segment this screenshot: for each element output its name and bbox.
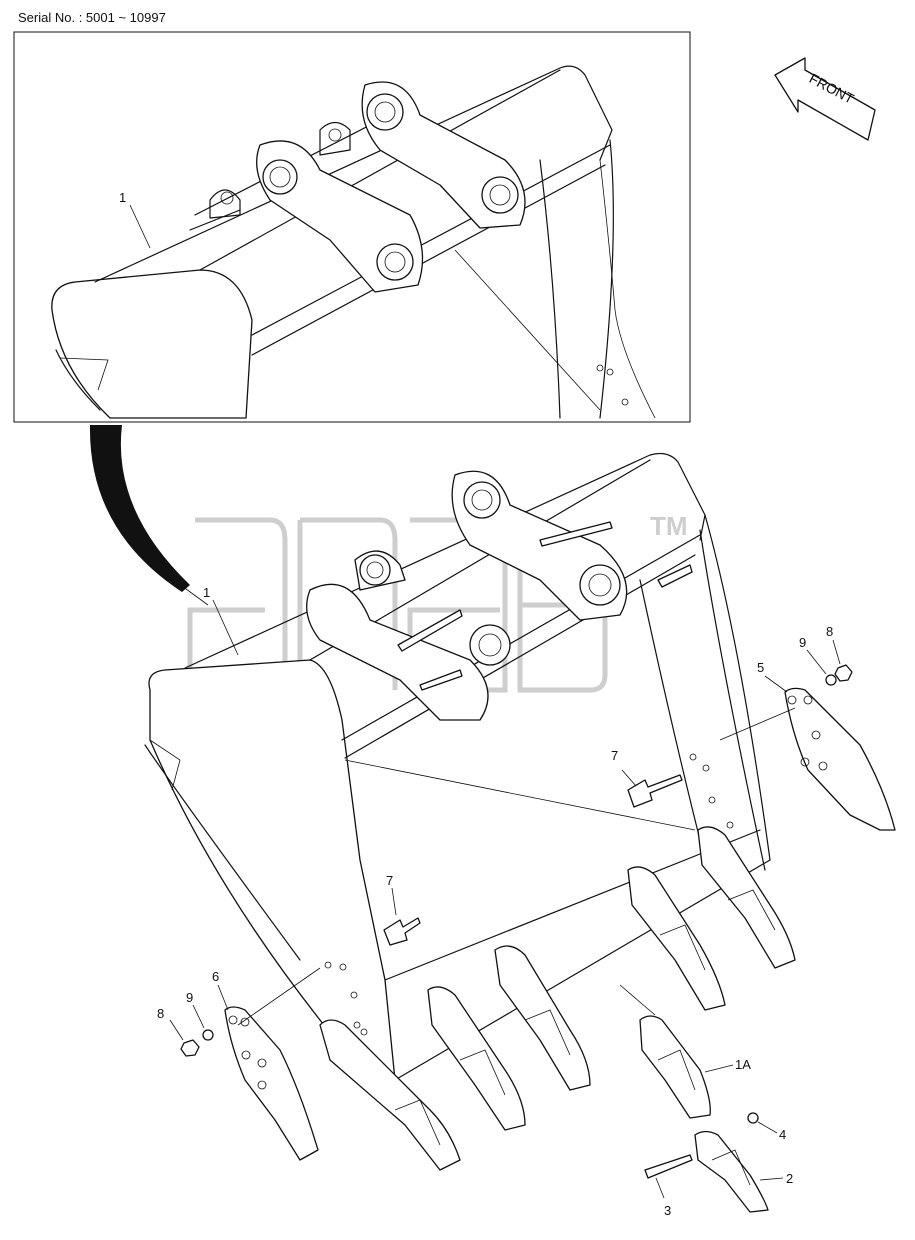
callout-labels: 1 1 1A 2 3 4 5 6 7 7 8 8 9 9	[119, 190, 833, 1218]
adapter-assembly	[639, 1015, 769, 1213]
callout-5: 5	[757, 660, 764, 675]
callout-3: 3	[664, 1203, 671, 1218]
callout-2: 2	[786, 1171, 793, 1186]
callout-8-right: 8	[826, 624, 833, 639]
tooth-1	[319, 1019, 461, 1171]
callout-1-main: 1	[203, 585, 210, 600]
bucket-teeth	[319, 826, 796, 1171]
watermark-trademark: TM	[650, 511, 688, 541]
tooth-5	[697, 826, 796, 969]
front-direction-arrow: FRONT	[774, 57, 876, 141]
callout-7-lower: 7	[386, 873, 393, 888]
callout-6: 6	[212, 969, 219, 984]
leader-lines	[129, 204, 841, 1199]
callout-1-detail: 1	[119, 190, 126, 205]
main-bucket-drawing	[144, 452, 771, 1101]
detail-bucket-drawing	[51, 65, 656, 419]
side-cutter-left	[224, 1006, 319, 1161]
callout-7-upper: 7	[611, 748, 618, 763]
serial-number-label: Serial No. : 5001 ~ 10997	[18, 10, 166, 25]
fasteners	[180, 664, 853, 1057]
tooth-2	[427, 986, 526, 1131]
detail-view-frame	[13, 31, 691, 423]
inset-link-arrow	[89, 425, 190, 592]
callout-9-left: 9	[186, 990, 193, 1005]
callout-4: 4	[779, 1127, 786, 1142]
tooth-4	[627, 866, 726, 1011]
callout-9-right: 9	[799, 635, 806, 650]
callout-8-left: 8	[157, 1006, 164, 1021]
side-cutter-right	[784, 687, 896, 831]
callout-1a: 1A	[735, 1057, 751, 1072]
tooth-3	[494, 945, 591, 1091]
